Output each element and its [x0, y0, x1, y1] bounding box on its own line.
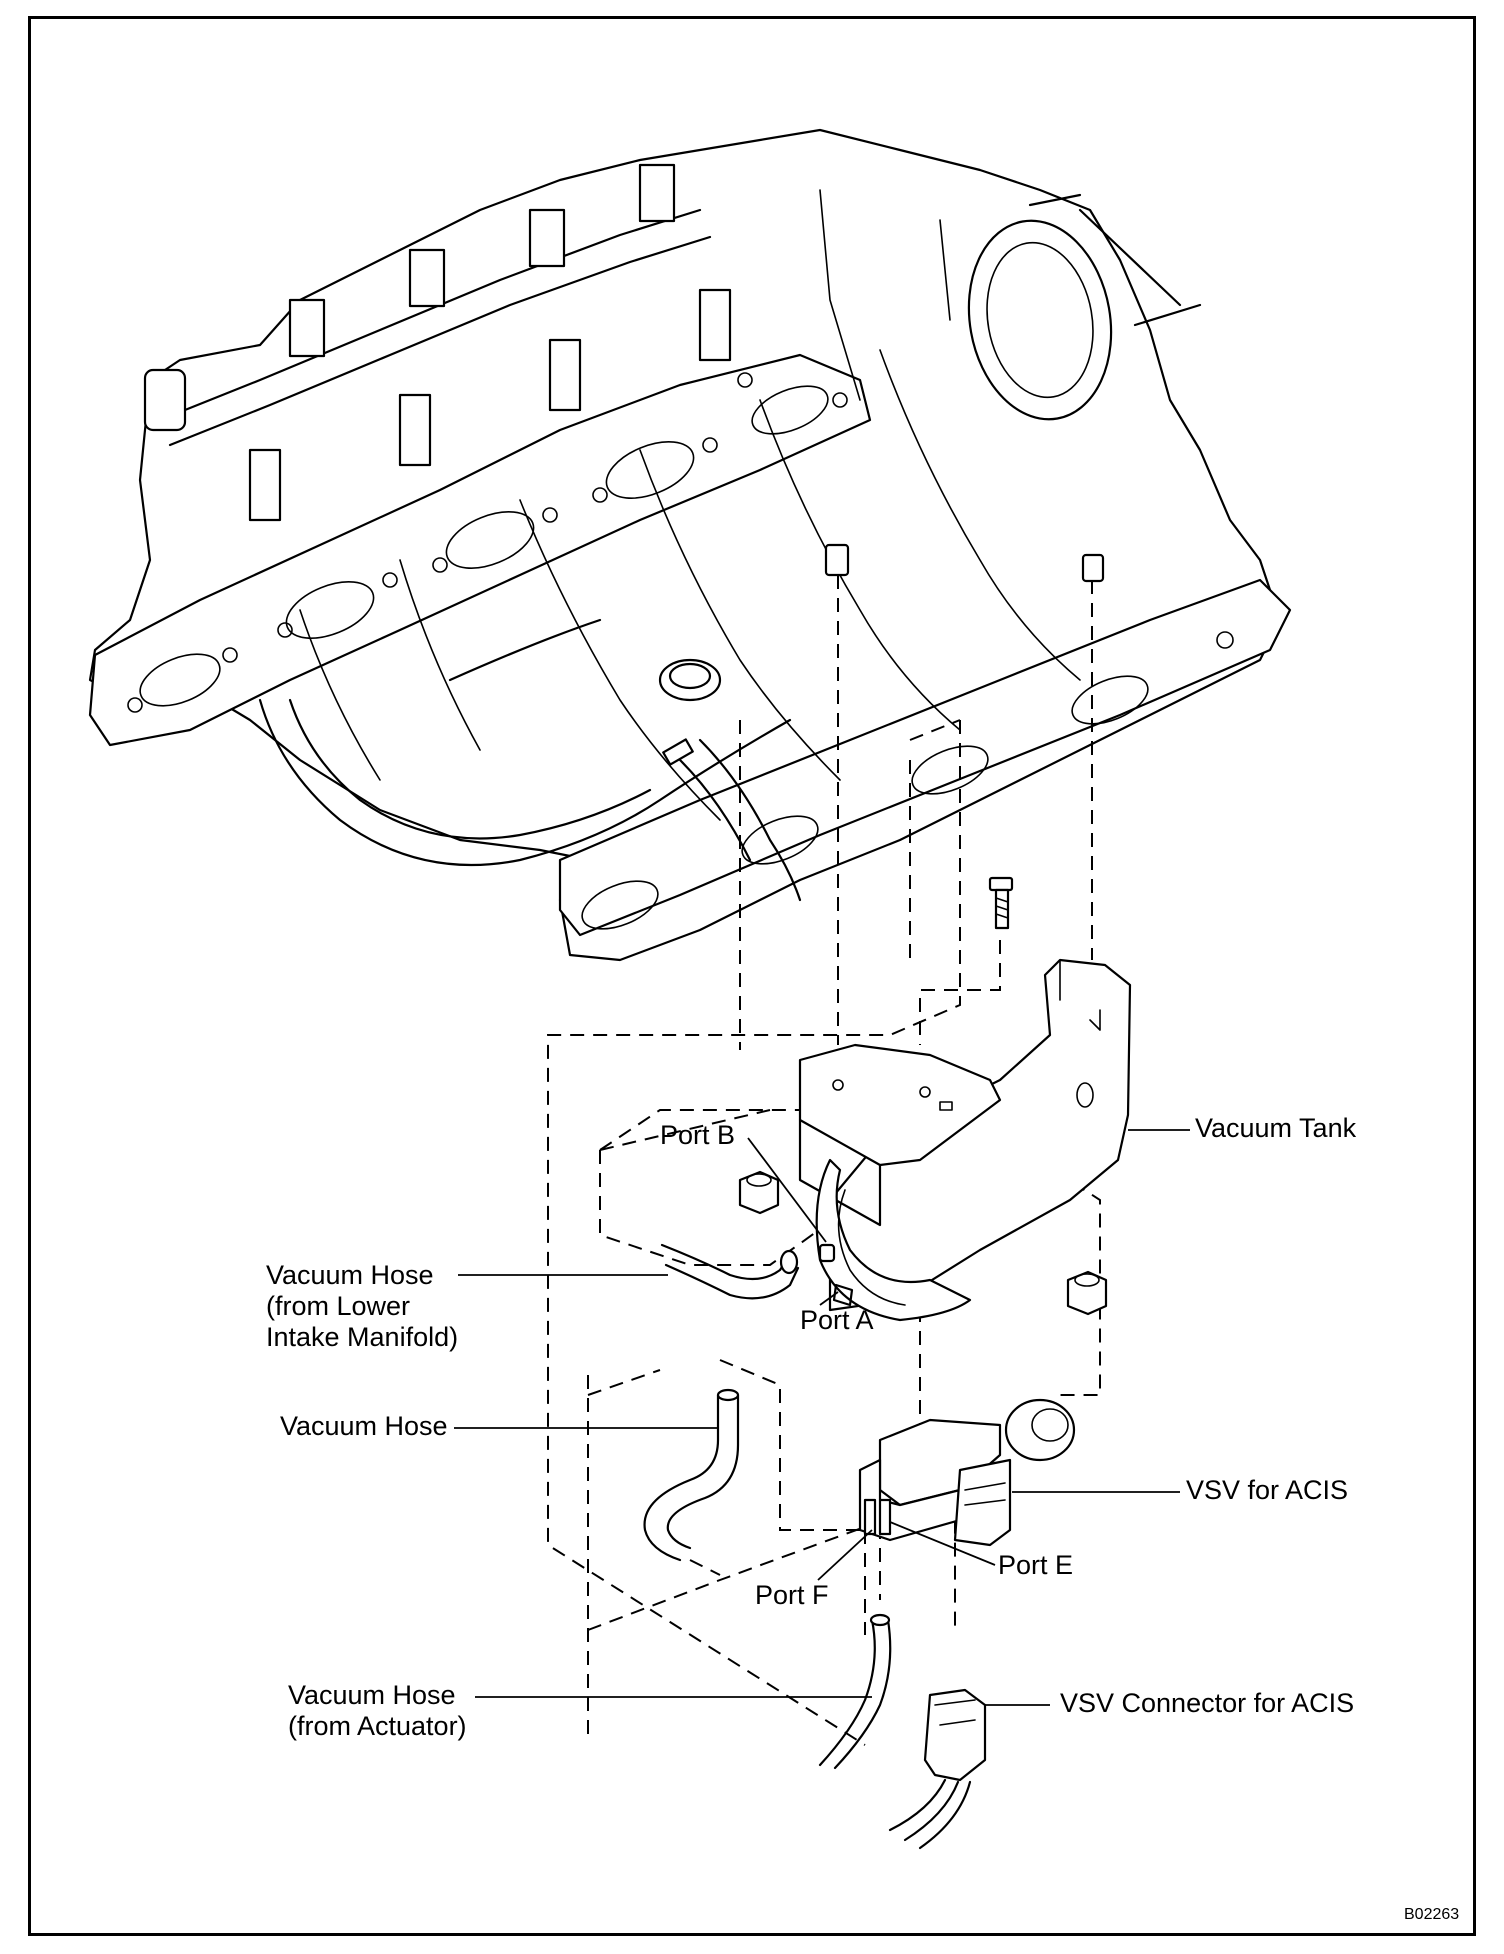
label-port-b: Port B: [660, 1120, 736, 1150]
nut-right: [1066, 1270, 1108, 1316]
intake-manifold-illustration: [88, 128, 1292, 962]
vacuum-hose-actuator: [818, 1613, 892, 1770]
label-vacuum-hose: Vacuum Hose: [280, 1411, 448, 1441]
label-vacuum-hose-actuator: Vacuum Hose (from Actuator): [288, 1680, 467, 1741]
mounting-bolt: [988, 876, 1014, 930]
vacuum-tank-illustration: [798, 958, 1132, 1322]
vacuum-hose-lower-manifold: [660, 1243, 800, 1300]
label-vsv-for-acis: VSV for ACIS: [1186, 1475, 1349, 1505]
label-vacuum-tank: Vacuum Tank: [1195, 1113, 1357, 1143]
vsv-connector-illustration: [888, 1688, 987, 1850]
label-vsv-connector: VSV Connector for ACIS: [1060, 1688, 1355, 1718]
vacuum-hose-middle: [643, 1388, 740, 1562]
figure-code: B02263: [1404, 1906, 1460, 1923]
vsv-for-acis-illustration: [858, 1398, 1076, 1547]
label-port-a: Port A: [800, 1305, 874, 1335]
nut-left: [738, 1170, 780, 1215]
label-vacuum-hose-lower-manifold: Vacuum Hose (from Lower Intake Manifold): [266, 1260, 459, 1352]
label-port-e: Port E: [998, 1550, 1074, 1580]
label-port-f: Port F: [755, 1580, 829, 1610]
leader-lines: [454, 1129, 1190, 1706]
exploded-view-dashed-lines: [547, 575, 1101, 1746]
